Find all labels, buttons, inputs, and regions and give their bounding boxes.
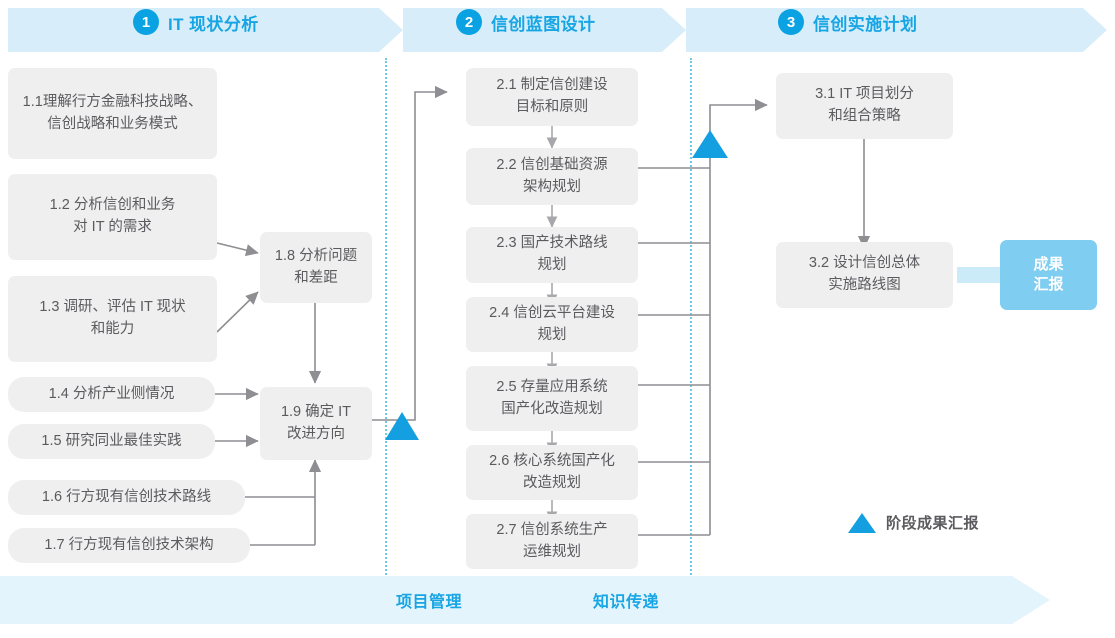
process-box-1-7[interactable]: 1.7 行方现有信创技术架构: [8, 528, 250, 563]
phase-label-2: 2 信创蓝图设计: [456, 0, 595, 44]
process-box-1-2[interactable]: 1.2 分析信创和业务对 IT 的需求: [8, 174, 217, 260]
wire-bus-to-31: [709, 98, 768, 535]
bottom-band-shape: [0, 576, 1050, 624]
phase-label-3: 3 信创实施计划: [778, 0, 917, 44]
process-box-2-2[interactable]: 2.2 信创基础资源架构规划: [466, 148, 638, 205]
phase-number-badge-2: 2: [456, 9, 482, 35]
process-box-3-2[interactable]: 3.2 设计信创总体实施路线图: [776, 242, 953, 308]
legend-label: 阶段成果汇报: [886, 515, 980, 532]
phase-header-band-1: [8, 8, 403, 52]
phase-label-1: 1 IT 现状分析: [133, 0, 259, 44]
process-box-2-3[interactable]: 2.3 国产技术路线规划: [466, 227, 638, 283]
process-box-2-4[interactable]: 2.4 信创云平台建设规划: [466, 297, 638, 352]
process-box-2-5[interactable]: 2.5 存量应用系统国产化改造规划: [466, 366, 638, 431]
phase-number-badge-1: 1: [133, 9, 159, 35]
process-box-1-6[interactable]: 1.6 行方现有信创技术路线: [8, 480, 245, 515]
stage-report-triangle-2: [692, 130, 728, 158]
phase-title-1: IT 现状分析: [168, 14, 259, 34]
wire-19-to-21: [372, 85, 448, 421]
phase-number-badge-3: 3: [778, 9, 804, 35]
process-box-1-3[interactable]: 1.3 调研、评估 IT 现状和能力: [8, 276, 217, 362]
bottom-label-project-management: 项目管理: [396, 594, 463, 611]
result-badge[interactable]: 成果汇报: [1000, 240, 1097, 310]
swimlane-divider-right: [690, 58, 692, 578]
wire-12-to-18: [216, 242, 259, 257]
stage-report-triangle-1: [385, 412, 419, 440]
process-box-2-7[interactable]: 2.7 信创系统生产运维规划: [466, 514, 638, 569]
process-box-2-6[interactable]: 2.6 核心系统国产化改造规划: [466, 445, 638, 500]
phase-title-2: 信创蓝图设计: [491, 14, 596, 34]
legend-stage-report: 阶段成果汇报: [848, 512, 979, 533]
triangle-icon: [848, 512, 876, 533]
phase-chevron-shape-1: [8, 8, 403, 52]
swimlane-divider-left: [385, 58, 387, 578]
process-box-1-5[interactable]: 1.5 研究同业最佳实践: [8, 424, 215, 459]
wire-13-to-18: [216, 291, 259, 333]
phase-title-3: 信创实施计划: [813, 14, 918, 34]
process-box-1-4[interactable]: 1.4 分析产业侧情况: [8, 377, 215, 412]
process-box-3-1[interactable]: 3.1 IT 项目划分和组合策略: [776, 73, 953, 139]
process-box-2-1[interactable]: 2.1 制定信创建设目标和原则: [466, 68, 638, 126]
bottom-label-knowledge-transfer: 知识传递: [593, 594, 660, 611]
process-box-1-1[interactable]: 1.1理解行方金融科技战略、信创战略和业务模式: [8, 68, 217, 159]
process-box-1-8[interactable]: 1.8 分析问题和差距: [260, 232, 372, 303]
